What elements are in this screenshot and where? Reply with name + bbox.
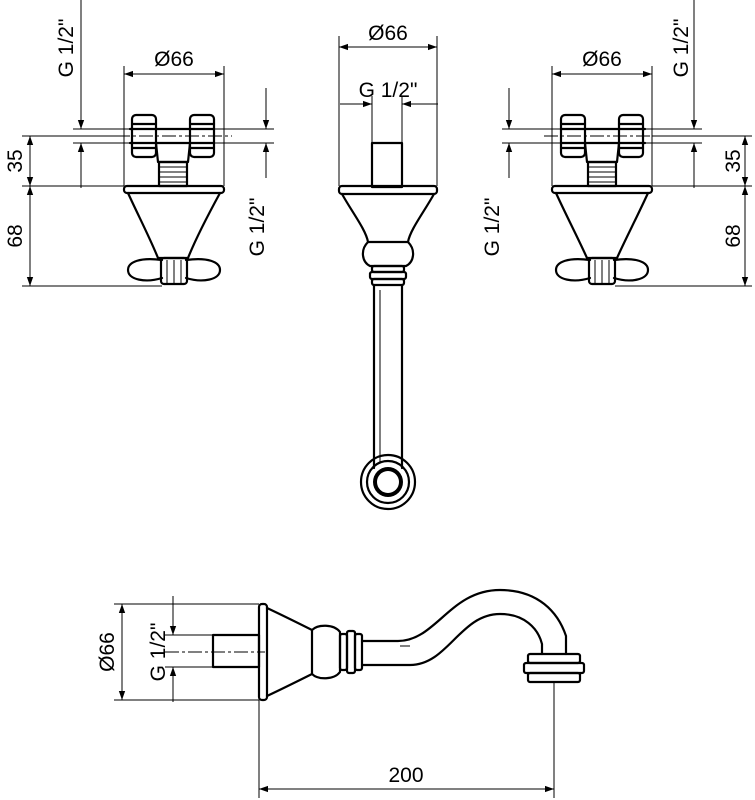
- right-valve-height-upper-label: 35: [722, 149, 745, 172]
- spout-side-thread-label: G 1/2": [147, 623, 170, 682]
- spout-side-length-label: 200: [388, 764, 423, 787]
- left-valve-view: Ø66 G 1/2" 35 68 G 1/2": [4, 0, 274, 287]
- left-valve-dia-label: Ø66: [154, 48, 194, 71]
- left-valve-height-upper-label: 35: [4, 149, 27, 172]
- spout-side-dia-label: Ø66: [96, 632, 119, 672]
- left-valve-side-thread-label: G 1/2": [246, 198, 269, 257]
- spout-front-view: Ø66 G 1/2": [337, 22, 439, 511]
- left-valve-height-lower-label: 68: [4, 224, 27, 247]
- right-valve-side-thread-label: G 1/2": [481, 198, 504, 257]
- spout-front-dia-label: Ø66: [368, 22, 408, 45]
- spout-front-thread-label: G 1/2": [359, 79, 418, 102]
- right-valve-dia-label: Ø66: [582, 48, 622, 71]
- left-valve-thread-label: G 1/2": [55, 19, 78, 78]
- right-valve-view: Ø66 G 1/2" 35 68 G 1/2": [481, 0, 752, 287]
- right-valve-thread-label: G 1/2": [670, 19, 693, 78]
- spout-side-view: Ø66 G 1/2" 200: [96, 588, 586, 798]
- right-valve-height-lower-label: 68: [722, 224, 745, 247]
